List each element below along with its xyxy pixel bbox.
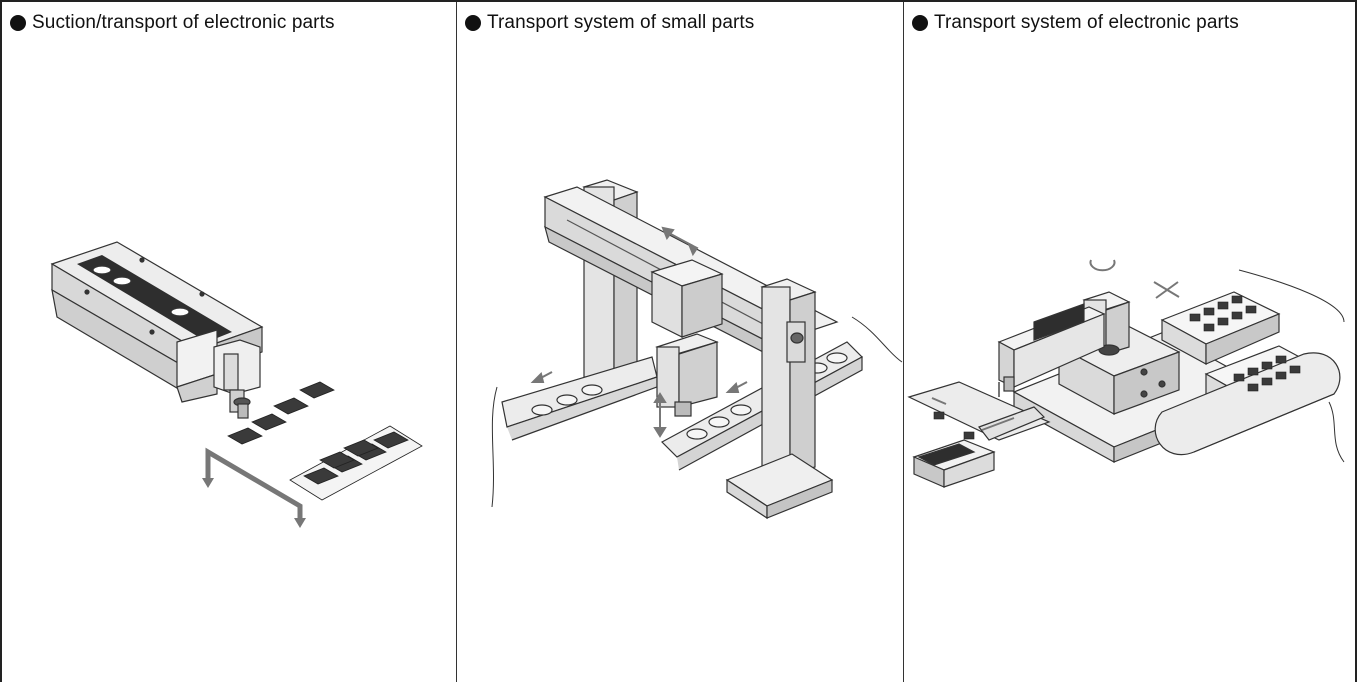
bullet-icon — [912, 15, 928, 31]
panel-suction-transport: Suction/transport of electronic parts — [2, 2, 457, 682]
bullet-icon — [10, 15, 26, 31]
rotary-transport-illustration — [907, 259, 1345, 488]
gantry-illustration — [491, 179, 903, 520]
panel-caption-text: Suction/transport of electronic parts — [32, 12, 335, 33]
panel-caption: Suction/transport of electronic parts — [10, 12, 335, 34]
panel-caption-text: Transport system of small parts — [487, 12, 755, 33]
panel-small-parts: Transport system of small parts — [457, 2, 904, 682]
panel-electronic-parts: Transport system of electronic parts — [904, 2, 1355, 682]
chips — [227, 381, 423, 501]
panel-caption: Transport system of electronic parts — [912, 12, 1239, 34]
panel-caption-text: Transport system of electronic parts — [934, 12, 1239, 33]
bullet-icon — [465, 15, 481, 31]
panel-caption: Transport system of small parts — [465, 12, 754, 34]
slide-table-illustration — [50, 241, 423, 528]
